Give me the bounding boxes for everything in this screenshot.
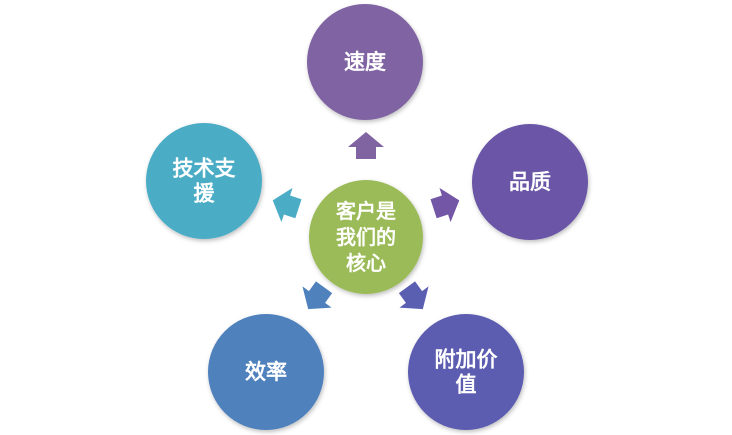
node-added-value-label: 附加价值 — [435, 348, 499, 397]
node-tech-support-label: 技术支援 — [173, 157, 237, 206]
node-speed-circle — [307, 4, 423, 120]
label-line: 值 — [456, 373, 477, 397]
node-added-value: 附加价值 — [408, 314, 524, 430]
label-line: 效率 — [245, 360, 287, 384]
label-line: 速度 — [344, 50, 386, 74]
arrow-to-efficiency-icon — [302, 281, 333, 310]
label-line: 援 — [194, 182, 216, 206]
node-efficiency-label: 效率 — [245, 360, 287, 384]
node-efficiency: 效率 — [208, 314, 324, 430]
label-line: 附加价 — [435, 348, 499, 372]
arrow-to-tech-support-icon — [272, 187, 302, 223]
arrow-to-speed-icon — [348, 132, 384, 159]
node-added-value-circle — [408, 314, 524, 430]
center-node-circle — [309, 180, 423, 294]
label-line: 品质 — [509, 170, 551, 194]
node-speed: 速度 — [307, 4, 423, 120]
center-node-label: 客户是我们的核心 — [335, 199, 396, 275]
node-efficiency-circle — [208, 314, 324, 430]
node-speed-label: 速度 — [344, 50, 386, 74]
arrow-to-added-value-icon — [398, 281, 429, 310]
label-line: 客户是 — [335, 199, 396, 223]
center-node: 客户是我们的核心 — [309, 180, 423, 294]
label-line: 核心 — [346, 251, 386, 275]
node-quality-circle — [472, 124, 588, 240]
node-quality-label: 品质 — [509, 170, 551, 194]
label-line: 技术支 — [173, 157, 237, 181]
node-tech-support: 技术支援 — [146, 123, 262, 239]
node-tech-support-circle — [146, 123, 262, 239]
node-quality: 品质 — [472, 124, 588, 240]
label-line: 我们的 — [336, 225, 396, 249]
arrow-to-quality-icon — [430, 187, 460, 223]
